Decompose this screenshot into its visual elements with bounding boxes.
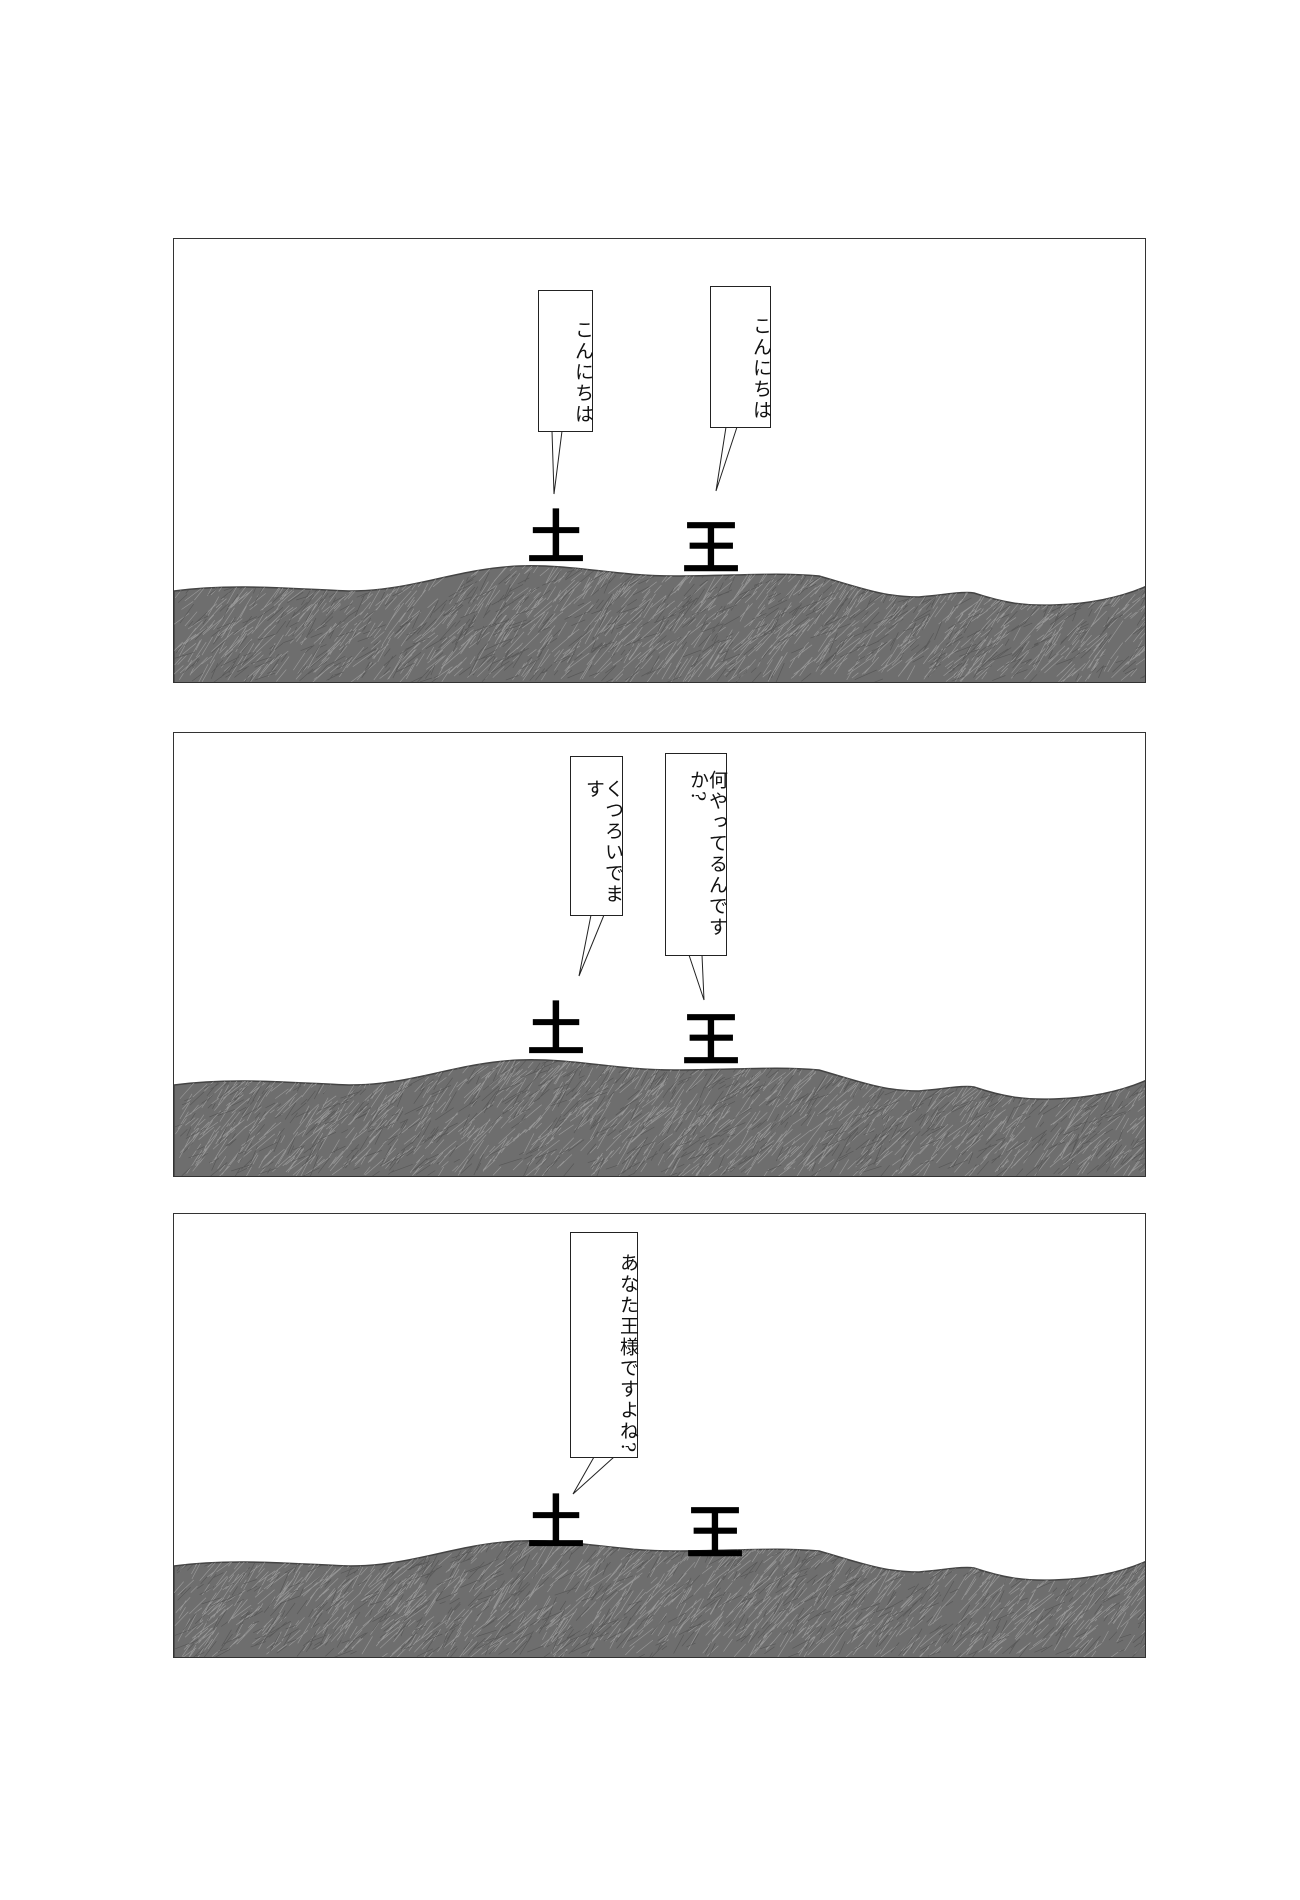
comic-panel-2: くつろいでます 何やってるんですか? 土 王 — [173, 732, 1146, 1177]
ground-terrain — [174, 565, 1145, 682]
speech-bubble-tsuchi: あなた王様ですよね? — [570, 1232, 639, 1458]
speech-bubble-tsuchi: くつろいでます — [570, 756, 624, 916]
bubble-text: こんにちは — [572, 319, 594, 425]
bubble-text: 何やってるんですか? — [687, 770, 728, 938]
character-tsuchi: 土 — [527, 996, 586, 1064]
ground-terrain — [174, 1059, 1145, 1176]
ground-terrain — [174, 1540, 1145, 1657]
bubble-tails — [572, 1456, 616, 1495]
comic-panel-1: こんにちは こんにちは 土 王 — [173, 238, 1146, 683]
bubble-tails — [551, 426, 738, 495]
character-tsuchi: 土 — [527, 504, 586, 572]
speech-bubble-tsuchi: こんにちは — [538, 290, 594, 432]
character-ou: 王 — [682, 514, 741, 582]
character-ou: 王 — [682, 1006, 741, 1074]
speech-bubble-ou: 何やってるんですか? — [665, 753, 728, 956]
bubble-tails — [578, 914, 705, 1001]
bubble-text: こんにちは — [750, 315, 772, 421]
character-ou: 王 — [686, 1499, 745, 1567]
speech-bubble-ou: こんにちは — [710, 286, 772, 428]
comic-panel-3: あなた王様ですよね? 土 王 — [173, 1213, 1146, 1658]
bubble-text: くつろいでます — [583, 779, 624, 905]
ground-texture — [174, 1540, 1145, 1657]
character-tsuchi: 土 — [527, 1489, 586, 1557]
bubble-text: あなた王様ですよね? — [617, 1253, 639, 1455]
